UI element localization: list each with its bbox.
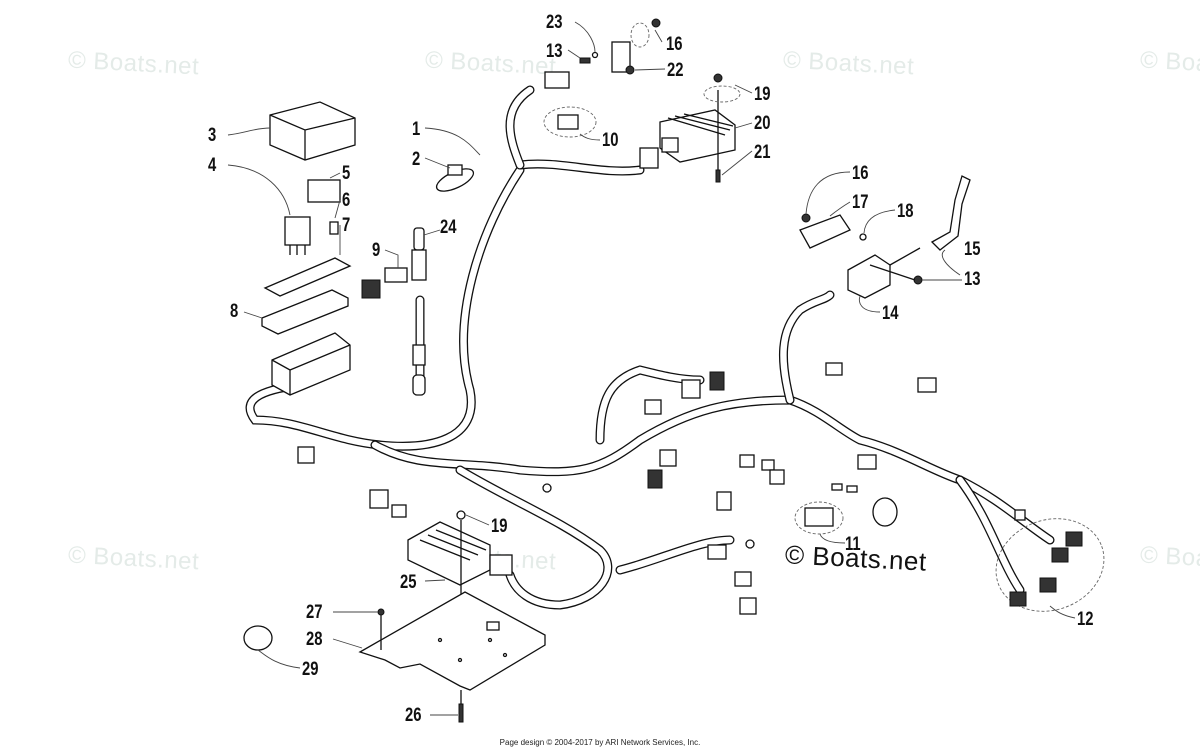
- callout-1[interactable]: 1: [412, 119, 421, 140]
- callout-3[interactable]: 3: [208, 125, 217, 146]
- connector: [447, 164, 463, 176]
- callout-9[interactable]: 9: [372, 240, 381, 261]
- callout-13a[interactable]: 13: [546, 41, 563, 62]
- callout-15[interactable]: 15: [964, 239, 981, 260]
- callout-7[interactable]: 7: [342, 215, 351, 236]
- callout-22[interactable]: 22: [667, 60, 684, 81]
- callout-17[interactable]: 17: [852, 192, 869, 213]
- callout-5[interactable]: 5: [342, 163, 351, 184]
- callout-24[interactable]: 24: [440, 217, 457, 238]
- diagnostic-connector-group: [794, 483, 898, 535]
- clamp-ring: [243, 625, 273, 651]
- callout-28[interactable]: 28: [306, 629, 323, 650]
- mounting-plate: [358, 591, 546, 723]
- injector-connector-group: [995, 518, 1105, 612]
- mount-bracket: [579, 18, 661, 75]
- callout-16b[interactable]: 16: [852, 163, 869, 184]
- callout-23[interactable]: 23: [546, 12, 563, 33]
- oxygen-sensor: [411, 227, 427, 396]
- fuse-box-gasket: [261, 289, 349, 335]
- ecu-module: [407, 510, 513, 660]
- connector: [639, 147, 659, 169]
- connector-group-10: [543, 106, 597, 138]
- callout-25[interactable]: 25: [400, 572, 417, 593]
- harness-connectors: [297, 362, 1026, 615]
- voltage-regulator: [659, 73, 741, 183]
- callout-21[interactable]: 21: [754, 142, 771, 163]
- callout-13b[interactable]: 13: [964, 269, 981, 290]
- connector: [361, 279, 381, 299]
- callout-19a[interactable]: 19: [754, 84, 771, 105]
- callout-29[interactable]: 29: [302, 659, 319, 680]
- fuse: [329, 221, 339, 235]
- connector-cap: [384, 267, 408, 283]
- callout-19b[interactable]: 19: [491, 516, 508, 537]
- callout-10[interactable]: 10: [602, 130, 619, 151]
- callout-14[interactable]: 14: [882, 303, 899, 324]
- callout-2[interactable]: 2: [412, 149, 421, 170]
- callout-11[interactable]: 11: [845, 534, 861, 555]
- mini-relay: [307, 179, 341, 203]
- wiring-harness: [245, 85, 1055, 610]
- callout-18[interactable]: 18: [897, 201, 914, 222]
- callout-6[interactable]: 6: [342, 190, 351, 211]
- callout-12[interactable]: 12: [1077, 609, 1094, 630]
- connector: [557, 114, 579, 130]
- relay: [284, 216, 311, 255]
- footer-copyright: Page design © 2004-2017 by ARI Network S…: [499, 738, 701, 747]
- connector: [544, 71, 570, 89]
- leader-lines: [227, 21, 1076, 716]
- callout-16a[interactable]: 16: [666, 34, 683, 55]
- callout-8[interactable]: 8: [230, 301, 239, 322]
- callout-4[interactable]: 4: [208, 155, 217, 176]
- fuse-label-sheet: [263, 257, 352, 297]
- fuse-box-base: [271, 332, 351, 396]
- callout-26[interactable]: 26: [405, 705, 422, 726]
- ignition-coil: [799, 175, 971, 299]
- fuse-box-cover: [269, 101, 356, 161]
- callout-27[interactable]: 27: [306, 602, 323, 623]
- callout-20[interactable]: 20: [754, 113, 771, 134]
